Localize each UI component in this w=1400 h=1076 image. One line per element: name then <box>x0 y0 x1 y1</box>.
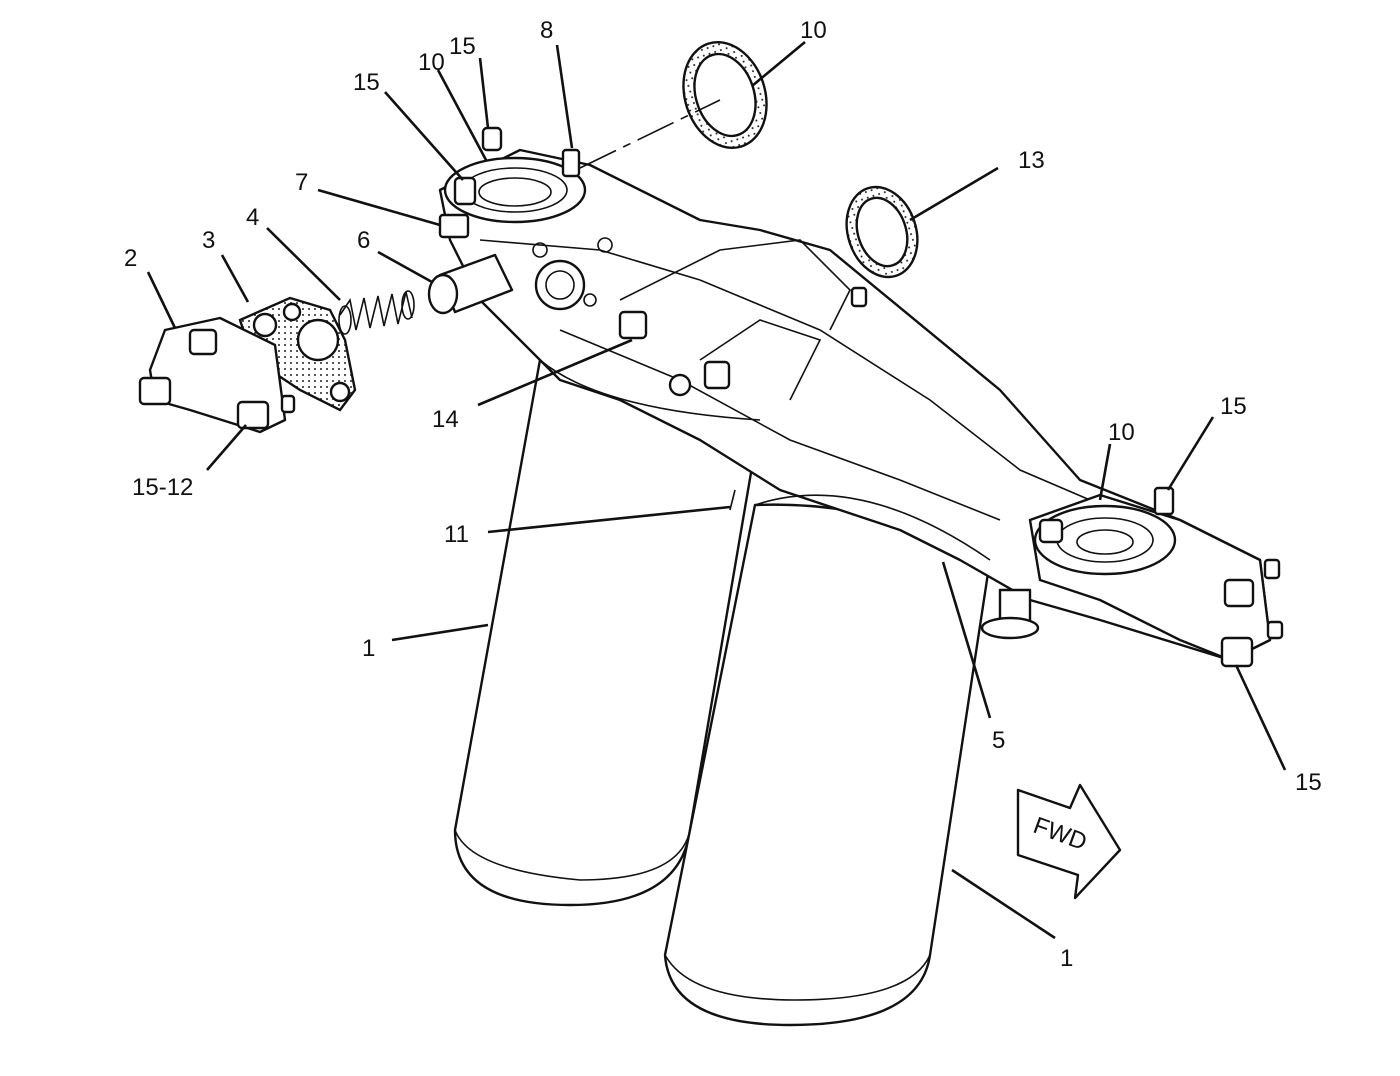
bolt-group <box>438 126 1284 668</box>
callout-4: 4 <box>246 204 259 231</box>
callout-5: 5 <box>992 727 1005 754</box>
callout-labels: 1 1 2 3 4 5 6 7 8 10 10 10 11 13 14 15 1… <box>124 17 1322 972</box>
callout-7: 7 <box>295 169 308 196</box>
spring-part-4 <box>338 290 415 335</box>
seal-ring-13 <box>845 185 919 279</box>
cover-part-2 <box>138 316 296 434</box>
fwd-direction-arrow: FWD <box>1016 783 1122 900</box>
callout-10-upper-flange: 10 <box>418 49 445 76</box>
seal-ring-10-top <box>682 40 768 150</box>
callout-15-top: 15 <box>449 33 476 60</box>
callout-11: 11 <box>444 521 469 548</box>
tube-part-6 <box>427 253 514 315</box>
callout-15-right-top: 15 <box>1220 393 1247 420</box>
callout-8: 8 <box>540 17 553 44</box>
callout-2: 2 <box>124 245 137 272</box>
callout-3: 3 <box>202 227 215 254</box>
callout-1-left: 1 <box>362 635 375 662</box>
callout-15-12: 15-12 <box>132 474 193 501</box>
callout-10-top-seal: 10 <box>800 17 827 44</box>
callout-6: 6 <box>357 227 370 254</box>
leader-lines <box>146 40 1287 940</box>
callout-10-right-flange: 10 <box>1108 419 1135 446</box>
callout-14: 14 <box>432 406 459 433</box>
callout-1-right: 1 <box>1060 945 1073 972</box>
callout-15-left: 15 <box>353 69 380 96</box>
callout-13: 13 <box>1018 147 1045 174</box>
callout-15-right-bottom: 15 <box>1295 769 1322 796</box>
